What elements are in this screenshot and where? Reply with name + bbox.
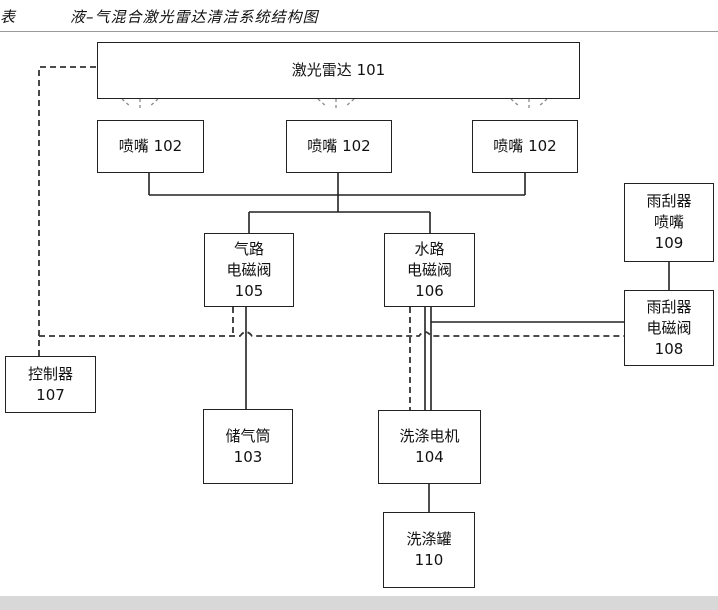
water-valve-line2: 电磁阀 xyxy=(406,260,452,279)
nozzle-box-2: 喷嘴 102 xyxy=(286,120,392,173)
water-valve-box: 水路 电磁阀 106 xyxy=(384,233,475,307)
air-tank-box: 储气筒 103 xyxy=(203,409,293,484)
wiper-nozzle-line1: 雨刮器 xyxy=(646,192,692,210)
water-valve-line1: 水路 xyxy=(414,239,445,258)
figure-label: 表 xyxy=(0,8,16,26)
nozzle-box-1: 喷嘴 102 xyxy=(97,120,204,173)
controller-line2: 107 xyxy=(36,385,65,404)
figure-title: 表 液–气混合激光雷达清洁系统结构图 xyxy=(0,4,718,30)
controller-line1: 控制器 xyxy=(27,364,73,383)
wiper-valve-line2: 电磁阀 xyxy=(646,318,692,337)
spray-indicators xyxy=(121,98,548,108)
air-tank-line2: 103 xyxy=(233,447,263,466)
wiper-nozzle-line2: 喷嘴 xyxy=(653,213,684,231)
lidar-label: 激光雷达 101 xyxy=(291,61,386,79)
control-lines xyxy=(38,66,624,410)
water-valve-line3: 106 xyxy=(415,281,444,300)
wash-motor-box: 洗涤电机 104 xyxy=(378,410,481,484)
wash-tank-line2: 110 xyxy=(414,551,444,569)
wash-tank-box: 洗涤罐 110 xyxy=(383,512,475,588)
nozzle-label: 喷嘴 102 xyxy=(493,137,557,155)
nozzle-label: 喷嘴 102 xyxy=(307,137,371,155)
wash-tank-line1: 洗涤罐 xyxy=(406,530,452,548)
wiper-valve-line3: 108 xyxy=(654,339,684,358)
air-valve-line2: 电磁阀 xyxy=(226,260,272,279)
wiper-nozzle-line3: 109 xyxy=(654,234,684,252)
wash-motor-line1: 洗涤电机 xyxy=(399,427,460,445)
air-valve-line1: 气路 xyxy=(233,239,264,258)
air-valve-box: 气路 电磁阀 105 xyxy=(204,233,294,307)
wiper-valve-box: 雨刮器 电磁阀 108 xyxy=(624,290,714,366)
air-tank-line1: 储气筒 xyxy=(225,426,271,445)
bottom-band xyxy=(0,596,718,610)
air-valve-line3: 105 xyxy=(234,281,264,300)
lidar-box: 激光雷达 101 xyxy=(97,42,580,99)
title-divider xyxy=(0,31,718,32)
figure-caption: 液–气混合激光雷达清洁系统结构图 xyxy=(70,8,319,26)
nozzle-box-3: 喷嘴 102 xyxy=(472,120,578,173)
controller-box: 控制器 107 xyxy=(5,356,96,413)
wash-motor-line2: 104 xyxy=(415,448,444,466)
wiper-nozzle-box: 雨刮器 喷嘴 109 xyxy=(624,183,714,262)
wiper-valve-line1: 雨刮器 xyxy=(646,297,692,316)
nozzle-label: 喷嘴 102 xyxy=(118,137,183,155)
pipe-lines xyxy=(148,173,670,512)
